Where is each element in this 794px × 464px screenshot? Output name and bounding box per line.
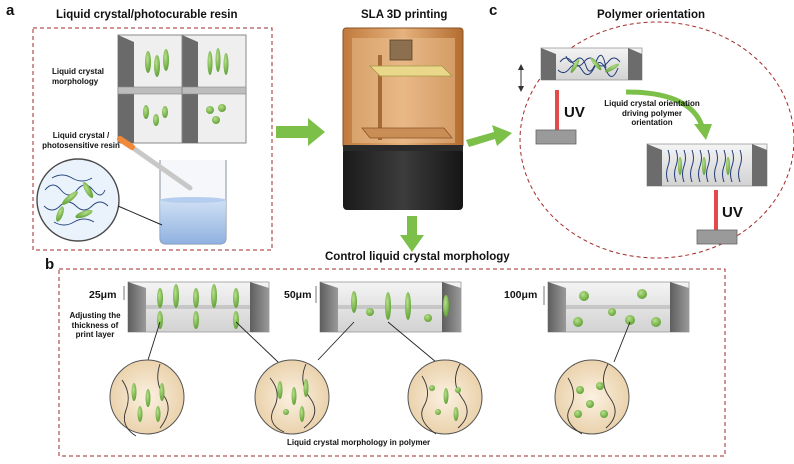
slab-oriented	[646, 143, 768, 187]
morphology-label: Liquid crystal morphology	[52, 67, 105, 86]
thickness-25um: 25μm	[89, 289, 117, 301]
slab-disordered	[518, 47, 643, 92]
uv-label-top: UV	[564, 104, 585, 121]
resin-zoom-circle	[36, 158, 120, 242]
control-morphology-label: Control liquid crystal morphology	[325, 251, 510, 263]
thickness-50um: 50μm	[284, 289, 312, 301]
callout-lines	[147, 321, 631, 363]
panel-a-title: Liquid crystal/photocurable resin	[56, 9, 238, 21]
pipette	[117, 136, 193, 191]
uv-beam-bottom	[714, 190, 718, 230]
panel-a-frame	[32, 27, 273, 251]
orientation-arrow	[625, 89, 705, 127]
slab-25um	[127, 281, 270, 333]
uv-source-bottom	[696, 229, 738, 245]
slab-100um	[547, 281, 690, 333]
arrow-a-to-printer	[276, 118, 325, 146]
zoom-circle-2	[254, 359, 330, 435]
panel-b-letter: b	[45, 256, 55, 273]
panel-b-frame	[58, 268, 726, 457]
thickness-100um: 100μm	[504, 289, 538, 301]
uv-beam-top	[555, 90, 559, 130]
morphology-in-polymer-label: Liquid crystal morphology in polymer	[287, 438, 431, 447]
orientation-label: Liquid crystal orientation driving polym…	[604, 99, 700, 127]
panel-a-letter: a	[6, 2, 15, 19]
uv-label-bottom: UV	[722, 204, 743, 221]
adjust-thickness-label: Adjusting the thickness of print layer	[69, 311, 121, 339]
zoom-circle-1	[109, 359, 185, 437]
uv-source-top	[535, 129, 577, 145]
panel-c-frame	[519, 21, 794, 259]
morphology-cube-grid	[117, 34, 247, 144]
panel-c-title: Polymer orientation	[597, 9, 705, 21]
sla-printer	[342, 27, 464, 210]
printing-title: SLA 3D printing	[361, 9, 448, 21]
zoom-circle-4	[554, 359, 630, 435]
arrow-printer-to-c	[466, 125, 512, 147]
panel-c-letter: c	[489, 2, 498, 19]
zoom-circle-3	[407, 359, 483, 435]
resin-label: Liquid crystal / photosensitive resin	[42, 131, 120, 150]
resin-callout-line	[117, 205, 163, 226]
arrow-printer-down	[400, 216, 424, 252]
